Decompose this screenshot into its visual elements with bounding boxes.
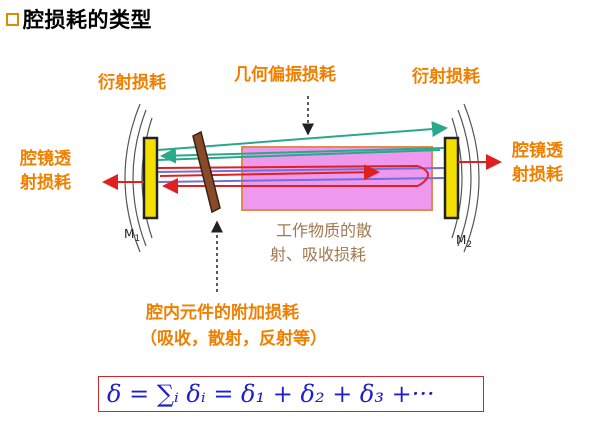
intracavity-element xyxy=(192,130,221,214)
mirror-right-label: M2 xyxy=(456,233,472,250)
label-mirror-transmission-left-line2: 射损耗 xyxy=(20,173,71,193)
label-diffraction-left: 衍射损耗 xyxy=(98,73,166,93)
title-row: 腔损耗的类型 xyxy=(6,4,152,34)
label-mirror-transmission-right-line2: 射损耗 xyxy=(512,165,563,185)
label-intracavity-line1: 腔内元件的附加损耗 xyxy=(146,303,299,323)
page-title: 腔损耗的类型 xyxy=(23,8,152,32)
mirror-left-label: M1 xyxy=(124,227,140,244)
mirror-left xyxy=(142,136,159,220)
label-intracavity-line2: （吸收，散射，反射等） xyxy=(140,329,327,349)
diffraction-arcs-left xyxy=(124,103,153,253)
square-bullet-icon xyxy=(6,12,19,26)
label-geometric-polarization: 几何偏振损耗 xyxy=(234,65,336,85)
diffraction-arcs-right xyxy=(451,103,480,253)
loss-formula: δ = ∑ᵢ δᵢ = δ₁ + δ₂ + δ₃ +··· xyxy=(107,380,435,408)
label-mirror-transmission-left-line1: 腔镜透 xyxy=(20,149,71,169)
mirror-right xyxy=(443,136,460,220)
formula-box: δ = ∑ᵢ δᵢ = δ₁ + δ₂ + δ₃ +··· xyxy=(98,376,484,412)
label-mirror-transmission-right-line1: 腔镜透 xyxy=(512,141,563,161)
medium-label-line1: 工作物质的散 xyxy=(276,221,372,240)
label-diffraction-right: 衍射损耗 xyxy=(412,67,480,87)
medium-label-line2: 射、吸收损耗 xyxy=(270,245,366,264)
